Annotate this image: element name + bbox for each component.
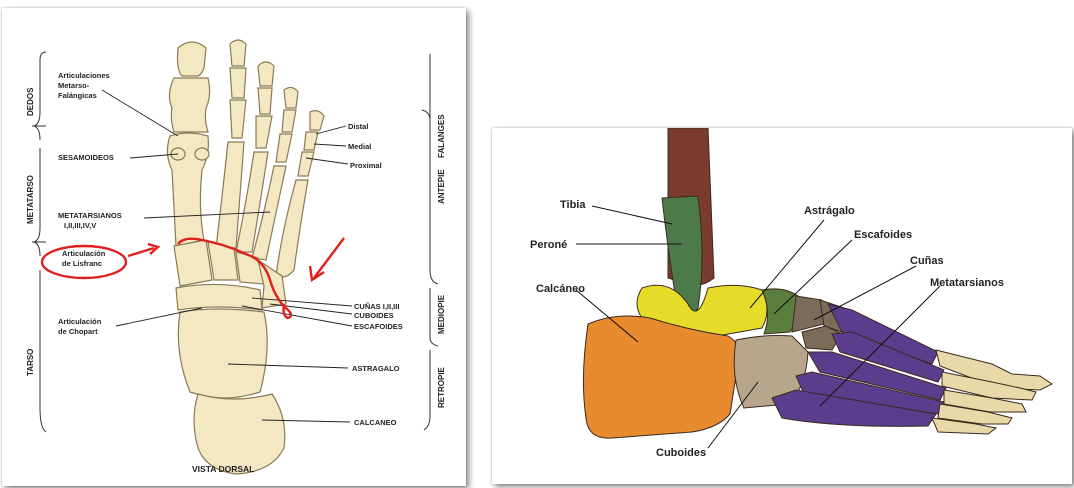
region-falanges: FALANGES	[437, 114, 446, 158]
label-calcaneo-lateral: Calcáneo	[536, 283, 585, 295]
bone-calcaneo	[583, 316, 741, 438]
label-chopart-2: de Chopart	[58, 327, 98, 336]
region-dedos: DEDOS	[26, 87, 35, 116]
label-medial: Medial	[348, 142, 371, 151]
region-antepie: ANTEPIE	[437, 169, 446, 204]
lateral-view-panel: Tibia Peroné Calcáneo Astrágalo Escafoid…	[492, 128, 1072, 484]
bone-cuna-1	[792, 296, 824, 332]
label-metatarsianos-2: I,II,III,IV,V	[64, 221, 96, 230]
region-retropie: RETROPIE	[437, 366, 446, 408]
region-mediopie: MEDIOPIE	[437, 294, 446, 334]
label-perone: Peroné	[530, 239, 567, 251]
label-articulaciones-2: Metarso-	[58, 81, 90, 90]
label-escafoides: ESCAFOIDES	[354, 322, 403, 331]
label-tibia: Tibia	[560, 199, 586, 211]
label-proximal: Proximal	[350, 161, 382, 170]
label-lisfranc-1: Articulación	[62, 249, 106, 258]
label-metatarsianos-lateral: Metatarsianos	[930, 277, 1004, 289]
region-metatarso: METATARSO	[26, 175, 35, 224]
label-astragalo: ASTRAGALO	[352, 364, 400, 373]
lateral-foot-diagram: Tibia Peroné Calcáneo Astrágalo Escafoid…	[492, 128, 1072, 484]
label-metatarsianos-1: METATARSIANOS	[58, 211, 122, 220]
label-lisfranc-2: de Lisfranc	[62, 259, 102, 268]
label-escafoides-lateral: Escafoides	[854, 229, 912, 241]
dorsal-left-labels: Articulaciones Metarso- Falángicas SESAM…	[58, 71, 122, 336]
region-tarso: TARSO	[26, 349, 35, 376]
dorsal-view-panel: DEDOS METATARSO TARSO FALANGES ANTEPIE M…	[2, 8, 466, 486]
lisfranc-arrow-right	[314, 238, 344, 278]
label-astragalo-lateral: Astrágalo	[804, 205, 855, 217]
label-calcaneo: CALCANEO	[354, 418, 397, 427]
label-cunas-lateral: Cuñas	[910, 255, 944, 267]
label-cunas: CUÑAS I,II,III	[354, 302, 399, 311]
dorsal-foot-diagram: DEDOS METATARSO TARSO FALANGES ANTEPIE M…	[2, 8, 466, 486]
label-sesamoideos: SESAMOIDEOS	[58, 153, 114, 162]
dorsal-right-labels: Distal Medial Proximal CUÑAS I,II,III CU…	[348, 122, 403, 427]
label-cuboides: CUBOIDES	[354, 311, 394, 320]
right-region-brackets	[422, 54, 438, 430]
label-distal: Distal	[348, 122, 368, 131]
label-chopart-1: Articulación	[58, 317, 102, 326]
label-articulaciones-3: Falángicas	[58, 91, 97, 100]
caption-vista-dorsal: VISTA DORSAL	[192, 464, 254, 474]
lisfranc-arrow-left	[128, 248, 154, 256]
dorsal-bones	[167, 40, 324, 474]
label-articulaciones-1: Articulaciones	[58, 71, 110, 80]
label-cuboides-lateral: Cuboides	[656, 447, 706, 459]
